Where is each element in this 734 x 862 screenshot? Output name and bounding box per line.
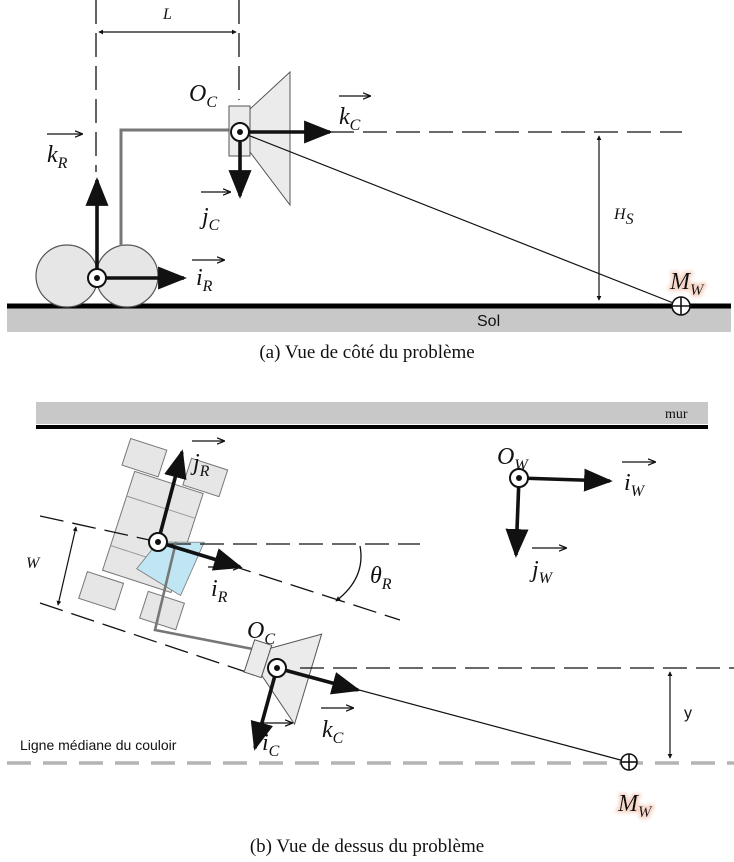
camera-top-view xyxy=(243,633,323,726)
vector-jW xyxy=(505,477,529,558)
robot-wheel-front-left xyxy=(121,437,168,478)
svg-text:iW: iW xyxy=(624,470,646,500)
robot-width-line-top xyxy=(39,515,155,542)
caption-b: (b) Vue de dessus du problème xyxy=(250,836,484,857)
label-kC-top: kC xyxy=(321,708,353,747)
camera-mount-frame-top xyxy=(153,541,259,652)
camera-mount-frame xyxy=(119,128,232,246)
svg-text:jC: jC xyxy=(199,204,220,234)
label-iR-top: iR xyxy=(208,567,240,606)
side-view-panel: Sol L HS OC xyxy=(7,0,731,363)
robot-wheel-front-right xyxy=(182,457,229,498)
ground-label: Sol xyxy=(477,313,500,330)
label-kC: kC xyxy=(339,96,370,134)
label-kR: kR xyxy=(47,134,82,172)
label-Oc: OC xyxy=(189,81,217,111)
vector-iC-top xyxy=(250,667,279,751)
svg-text:jR: jR xyxy=(190,450,210,480)
svg-text:kC: kC xyxy=(339,104,361,134)
vector-jR xyxy=(156,449,187,543)
label-theta: θR xyxy=(370,563,392,593)
wall-label: mur xyxy=(665,407,688,422)
label-Oc-top: OC xyxy=(247,618,275,648)
label-iC-top: iC xyxy=(259,723,292,760)
svg-text:jW: jW xyxy=(529,557,554,587)
label-Mw-top: MW xyxy=(617,791,653,821)
label-iW: iW xyxy=(622,462,655,500)
camera-top-lens xyxy=(261,633,323,726)
svg-text:iR: iR xyxy=(196,265,213,295)
label-iR: iR xyxy=(192,260,224,295)
theta-arc xyxy=(335,545,362,602)
svg-text:kR: kR xyxy=(47,142,68,172)
caption-a: (a) Vue de côté du problème xyxy=(259,342,474,363)
svg-text:kC: kC xyxy=(322,717,344,747)
line-of-sight xyxy=(239,131,682,307)
vector-iW xyxy=(518,468,613,492)
label-jR: jR xyxy=(190,441,224,480)
world-origin-dot xyxy=(516,475,522,481)
dimension-Hs-label: HS xyxy=(613,206,634,228)
robot-width-line-bottom xyxy=(39,602,259,677)
dimension-W-arrow xyxy=(56,526,78,606)
svg-text:iC: iC xyxy=(262,730,280,760)
robot-chassis-rib-1 xyxy=(126,495,196,519)
robot-wheel-rear-left xyxy=(78,570,125,611)
dimension-y-label: y xyxy=(684,705,692,722)
camera-lens xyxy=(249,70,291,207)
robot-origin-dot-top xyxy=(155,539,161,545)
dimension-L-label: L xyxy=(162,6,172,23)
camera-origin-dot-top xyxy=(274,665,280,671)
top-view-panel: mur OW iW jW xyxy=(7,402,734,857)
camera-origin-dot xyxy=(237,129,243,135)
label-Mw-side: MW xyxy=(669,269,705,299)
label-jC: jC xyxy=(199,192,230,234)
wall-strip xyxy=(36,402,708,424)
vector-kC-top xyxy=(276,666,361,695)
label-jW: jW xyxy=(529,548,566,587)
vector-iR-top xyxy=(157,540,243,571)
label-Ow: OW xyxy=(497,444,529,474)
midline-label: Ligne médiane du couloir xyxy=(20,737,177,753)
svg-text:iR: iR xyxy=(211,576,228,606)
robot-origin-dot xyxy=(94,275,100,281)
dimension-W-label: W xyxy=(26,555,41,572)
ground-strip xyxy=(7,306,731,332)
